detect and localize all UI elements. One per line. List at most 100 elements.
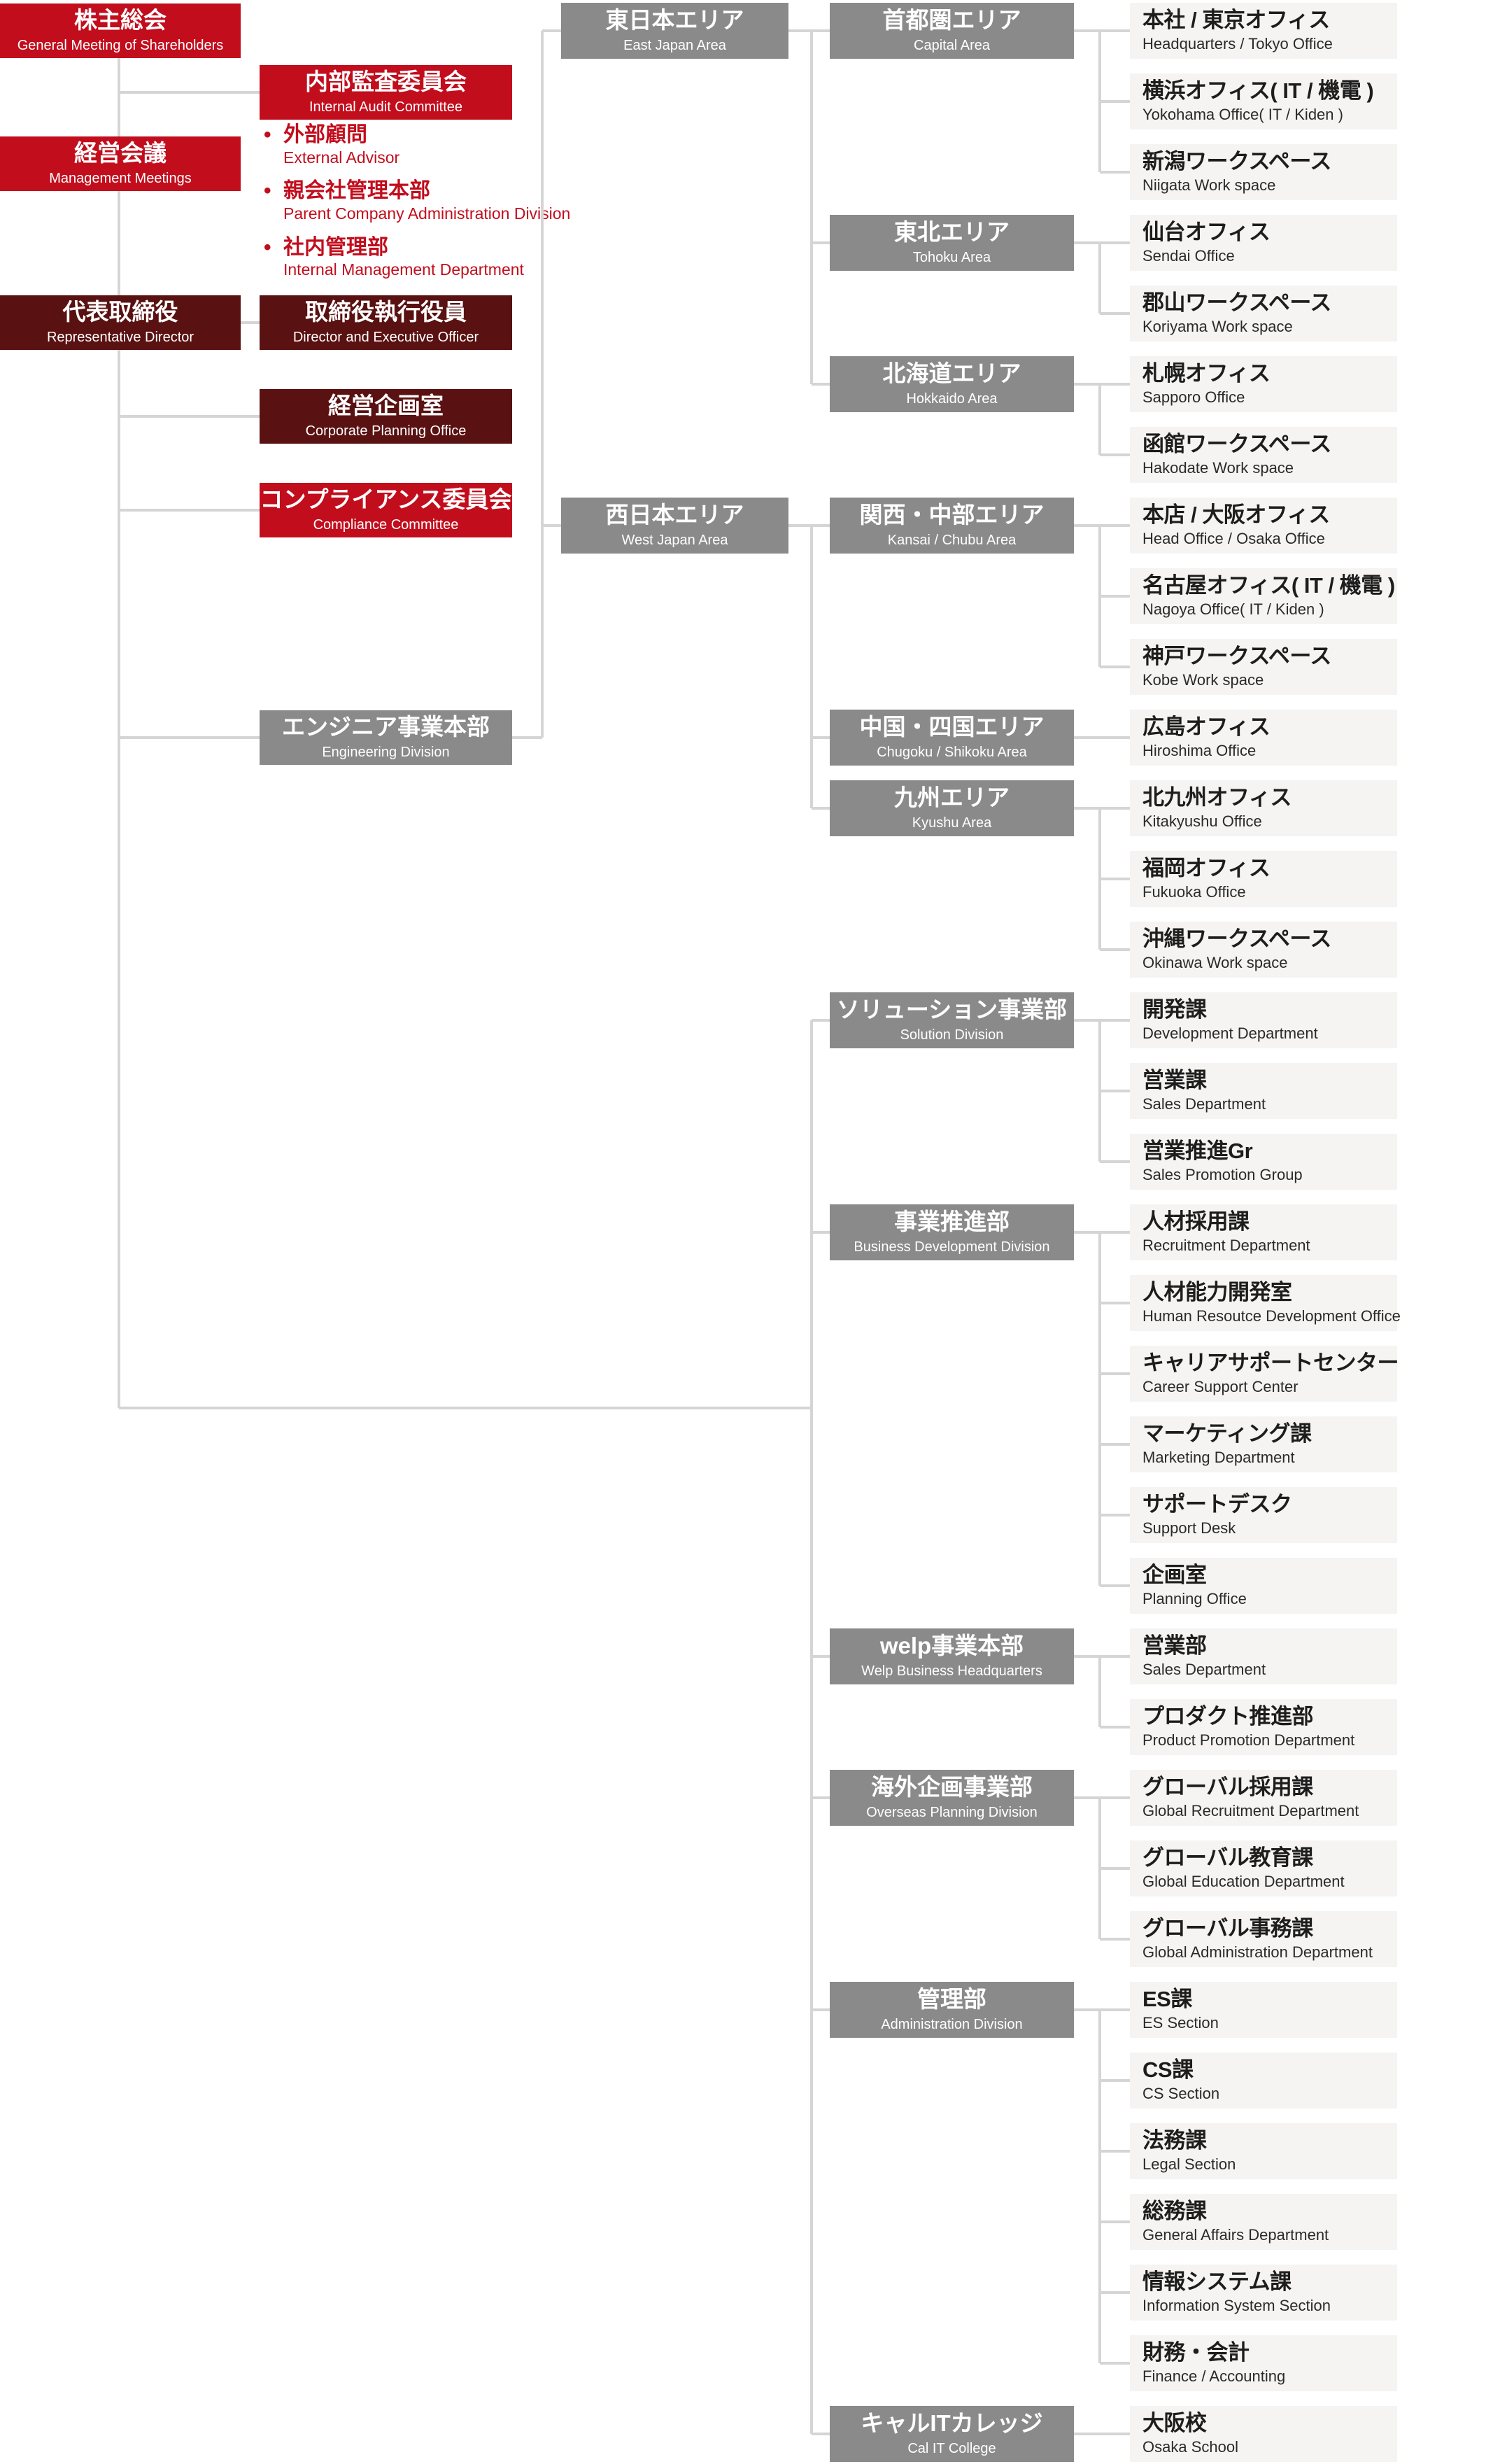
connector-line — [1098, 384, 1101, 455]
node-hokkaido-area: 北海道エリア Hokkaido Area — [830, 356, 1074, 412]
connector-line — [1100, 171, 1130, 174]
node-subtitle-en: Koriyama Work space — [1142, 317, 1293, 335]
connector-line — [1100, 100, 1130, 103]
node-subtitle-en: East Japan Area — [623, 37, 726, 53]
node-subtitle-en: Career Support Center — [1142, 1377, 1299, 1395]
node-subtitle-en: Representative Director — [46, 329, 194, 345]
connector-line — [542, 524, 561, 527]
node-title-jp: 人材能力開発室 — [1142, 1279, 1292, 1304]
connector-line — [1100, 1302, 1130, 1304]
connector-line — [1098, 243, 1101, 314]
node-subtitle-en: Support Desk — [1142, 1519, 1236, 1537]
advisor-subtitle-en: External Advisor — [283, 148, 400, 167]
node-title-jp: 東北エリア — [894, 219, 1010, 246]
node-business-development-division: 事業推進部 Business Development Division — [830, 1204, 1074, 1260]
node-title-jp: 管理部 — [917, 1986, 986, 2013]
connector-line — [1074, 736, 1130, 739]
node-title-jp: 福岡オフィス — [1142, 855, 1271, 880]
node-title-jp: 本社 / 東京オフィス — [1142, 7, 1330, 32]
node-title-jp: 沖縄ワークスペース — [1142, 926, 1331, 951]
node-title-jp: 営業課 — [1142, 1067, 1207, 1092]
node-east-japan-area: 東日本エリア East Japan Area — [561, 3, 788, 59]
node-title-jp: 横浜オフィス( IT / 機電 ) — [1142, 78, 1374, 103]
advisor-title-jp: 親会社管理本部 — [283, 179, 430, 203]
node-title-jp: 郡山ワークスペース — [1142, 290, 1331, 315]
node-title-jp: 新潟ワークスペース — [1142, 148, 1331, 174]
node-subtitle-en: Sales Department — [1142, 1094, 1266, 1113]
connector-line — [1100, 1372, 1130, 1375]
node-overseas-planning-division: 海外企画事業部 Overseas Planning Division — [830, 1770, 1074, 1826]
node-title-jp: 法務課 — [1142, 2127, 1207, 2153]
connector-line — [1074, 1231, 1130, 1234]
connector-line — [812, 1019, 830, 1022]
connector-line — [1100, 595, 1130, 598]
connector-line — [1074, 1796, 1130, 1799]
node-subtitle-en: Administration Division — [881, 2016, 1023, 2032]
node-title-jp: 財務・会計 — [1142, 2339, 1250, 2365]
node-subtitle-en: ES Section — [1142, 2013, 1219, 2032]
node-nagoya-office-it-kiden-8: 名古屋オフィス( IT / 機電 )Nagoya Office( IT / Ki… — [1130, 568, 1397, 624]
node-administration-division: 管理部 Administration Division — [830, 1982, 1074, 2038]
node-title-jp: welp事業本部 — [879, 1633, 1024, 1659]
node-subtitle-en: Overseas Planning Division — [866, 1804, 1038, 1820]
node-subtitle-en: Kyushu Area — [912, 815, 992, 831]
connector-line — [1074, 1655, 1130, 1658]
node-title-jp: 取締役執行役員 — [305, 299, 467, 325]
connector-line — [812, 2433, 830, 2435]
connector-line — [1100, 312, 1130, 315]
connector-line — [1074, 383, 1130, 386]
node-subtitle-en: Hokkaido Area — [906, 390, 998, 407]
connector-line — [1100, 2079, 1130, 2082]
connector-line — [1100, 2150, 1130, 2153]
node-title-jp: 北海道エリア — [882, 360, 1021, 387]
connector-line — [812, 736, 830, 739]
node-subtitle-en: Internal Audit Committee — [309, 99, 462, 115]
connector-line — [810, 31, 813, 384]
node-title-jp: 海外企画事業部 — [871, 1774, 1033, 1801]
node-title-jp: 事業推進部 — [894, 1209, 1010, 1235]
node-subtitle-en: Sales Department — [1142, 1660, 1266, 1678]
connector-line — [788, 524, 830, 527]
node-subtitle-en: General Affairs Department — [1142, 2225, 1329, 2244]
node-subtitle-en: Business Development Division — [854, 1239, 1050, 1255]
connector-line — [1100, 666, 1130, 668]
connector-line — [1100, 878, 1130, 880]
connector-line — [812, 1796, 830, 1799]
node-subtitle-en: Osaka School — [1142, 2437, 1238, 2456]
connector-line — [1100, 1514, 1130, 1516]
node-title-jp: キャリアサポートセンター — [1142, 1350, 1399, 1375]
node-subtitle-en: General Meeting of Shareholders — [17, 37, 224, 53]
node-subtitle-en: CS Section — [1142, 2084, 1220, 2102]
connector-line — [812, 1655, 830, 1658]
node-subtitle-en: Marketing Department — [1142, 1448, 1295, 1466]
connector-line — [1100, 1090, 1130, 1092]
connector-line — [1074, 29, 1130, 32]
node-title-jp: 東日本エリア — [605, 7, 744, 34]
connector-line — [241, 321, 260, 324]
node-subtitle-en: Corporate Planning Office — [305, 423, 467, 439]
connector-line — [118, 191, 120, 295]
node-title-jp: 関西・中部エリア — [859, 502, 1045, 528]
connector-line — [1100, 2362, 1130, 2365]
node-subtitle-en: Global Recruitment Department — [1142, 1801, 1359, 1819]
node-title-jp: 経営会議 — [74, 140, 167, 167]
node-title-jp: 中国・四国エリア — [859, 714, 1045, 740]
connector-line — [1100, 2291, 1130, 2294]
